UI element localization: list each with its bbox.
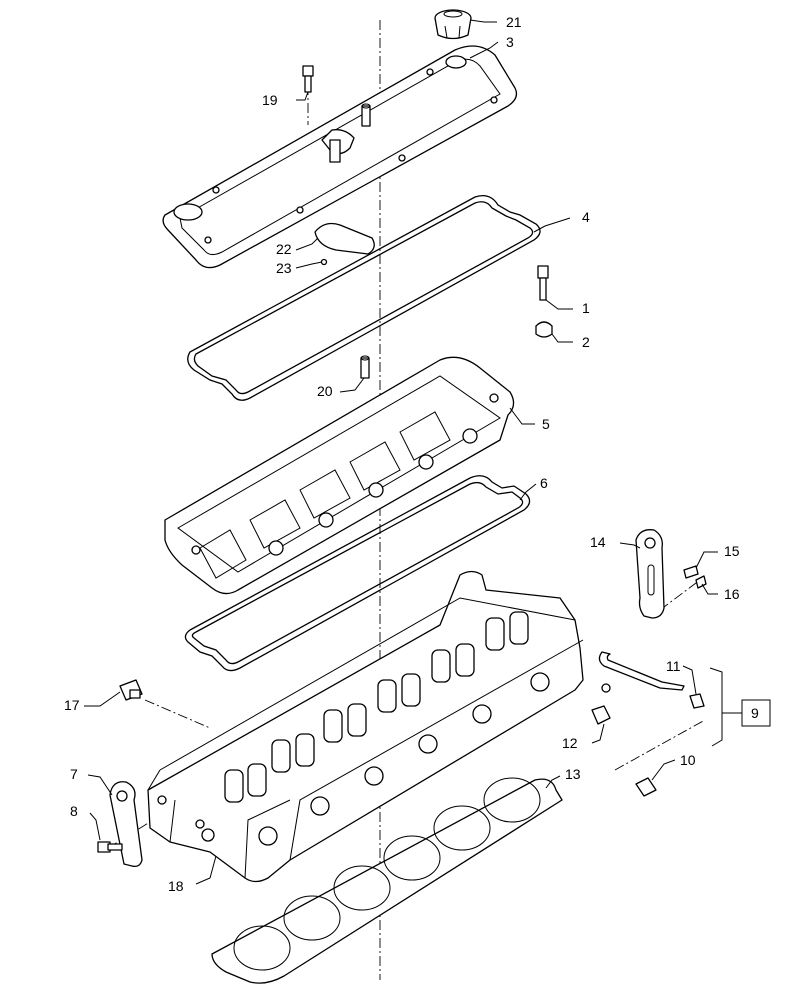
callout-10: 10 — [680, 752, 696, 768]
valve-springs — [224, 611, 529, 803]
washer-16 — [695, 575, 707, 589]
screw-23 — [320, 258, 328, 266]
cylinder-head — [147, 570, 584, 883]
centerline-plug-17 — [144, 699, 211, 729]
tube-assembly — [598, 651, 685, 693]
callout-9: 9 — [751, 705, 759, 721]
callout-21: 21 — [506, 14, 522, 30]
stud-20 — [360, 355, 370, 379]
callout-6: 6 — [540, 475, 548, 491]
leader-lines — [84, 19, 718, 885]
callout-16: 16 — [724, 586, 740, 602]
bolt-19 — [302, 65, 314, 93]
oil-filler-cap — [434, 9, 472, 40]
centerline-bracket-14 — [659, 579, 701, 611]
fitting-11 — [689, 693, 705, 709]
callout-7: 7 — [70, 766, 78, 782]
kit-bracket — [709, 667, 771, 747]
fitting-10 — [635, 777, 657, 797]
callout-4: 4 — [582, 209, 590, 225]
rocker-housing — [164, 356, 515, 595]
baffle-plate — [314, 222, 375, 255]
callout-12: 12 — [562, 735, 578, 751]
callout-11: 11 — [666, 658, 681, 674]
callout-22: 22 — [276, 241, 292, 257]
callout-15: 15 — [724, 543, 740, 559]
lifting-bracket — [109, 781, 143, 868]
callout-8: 8 — [70, 803, 78, 819]
bolt-1 — [537, 265, 549, 301]
centerline-fitting-10 — [614, 719, 706, 771]
callout-5: 5 — [542, 416, 550, 432]
callout-14: 14 — [590, 534, 606, 550]
callout-3: 3 — [506, 34, 514, 50]
callout-13: 13 — [565, 766, 581, 782]
callout-18: 18 — [168, 878, 184, 894]
callout-1: 1 — [582, 300, 590, 316]
callout-23: 23 — [276, 260, 292, 276]
bolt-8 — [97, 841, 123, 853]
callout-20: 20 — [317, 383, 333, 399]
valve-cover — [162, 45, 518, 269]
callout-17: 17 — [64, 697, 80, 713]
rocker-housing-gasket — [184, 475, 531, 672]
callout-19: 19 — [262, 92, 278, 108]
plug-17 — [119, 679, 143, 701]
valve-cover-gasket — [187, 194, 541, 401]
bracket-14 — [635, 529, 665, 619]
callout-2: 2 — [582, 334, 590, 350]
isolator-2 — [535, 321, 553, 338]
elbow-fitting-12 — [591, 705, 611, 725]
head-gasket — [211, 777, 563, 984]
screw-15 — [683, 565, 699, 579]
